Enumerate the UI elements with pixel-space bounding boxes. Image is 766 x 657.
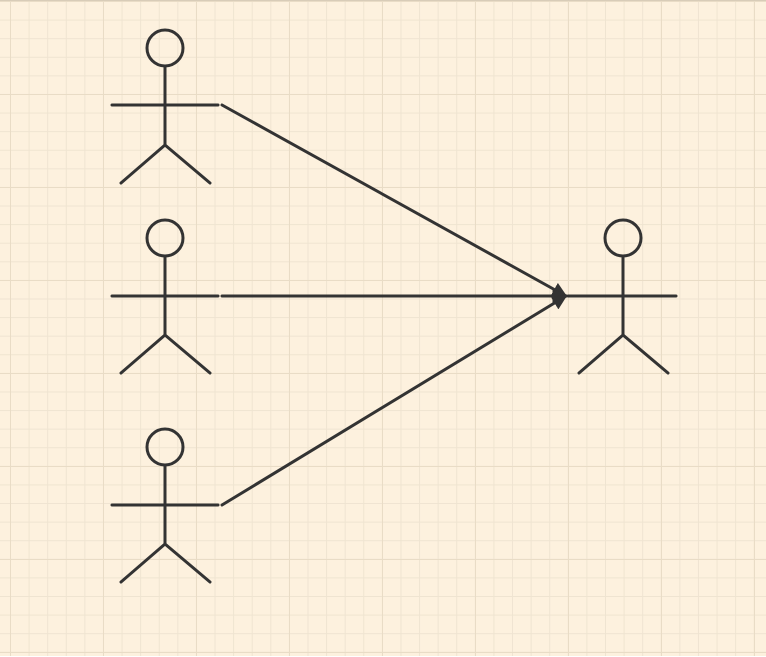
- actor-source-1[interactable]: [110, 28, 220, 185]
- actor-target[interactable]: [566, 218, 678, 375]
- connector-actor3-to-target[interactable]: [220, 294, 568, 507]
- actor-source-2[interactable]: [110, 218, 220, 375]
- actor-source-3[interactable]: [110, 427, 220, 584]
- connector-actor1-to-target[interactable]: [220, 103, 568, 298]
